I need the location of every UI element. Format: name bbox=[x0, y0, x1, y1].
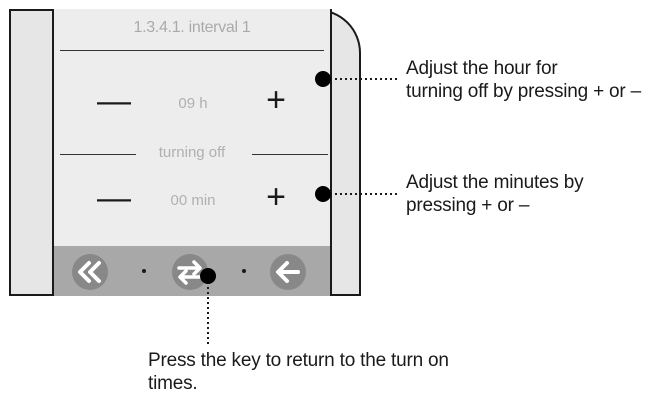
key-separator-dot bbox=[142, 269, 146, 273]
minutes-callout-marker bbox=[315, 186, 331, 202]
hour-callout-line1: Adjust the hour for bbox=[406, 58, 558, 79]
hour-callout-line2: turning off by pressing + or – bbox=[406, 81, 641, 102]
minutes-plus-button[interactable]: + bbox=[266, 178, 286, 216]
minutes-minus-button[interactable]: — bbox=[97, 179, 131, 217]
swap-times-button[interactable] bbox=[172, 254, 208, 290]
key-callout-line1: Press the key to return to the turn on bbox=[148, 350, 449, 371]
section-label: turning off bbox=[158, 144, 226, 161]
double-back-icon bbox=[78, 261, 101, 283]
swap-arrows-icon bbox=[177, 260, 203, 285]
minutes-callout-line1: Adjust the minutes by bbox=[406, 172, 584, 193]
key-bar bbox=[54, 246, 330, 296]
hour-plus-button[interactable]: + bbox=[266, 81, 286, 119]
back-arrow-icon bbox=[276, 261, 300, 283]
section-divider-right bbox=[252, 154, 328, 155]
hour-callout-marker bbox=[315, 71, 331, 87]
screen-title: 1.3.4.1. interval 1 bbox=[133, 19, 251, 36]
key-callout-marker bbox=[200, 268, 216, 284]
double-back-button[interactable] bbox=[72, 254, 108, 290]
key-separator-dot bbox=[242, 269, 246, 273]
hour-minus-button[interactable]: — bbox=[97, 82, 131, 120]
back-button[interactable] bbox=[270, 254, 306, 290]
hour-value: 09 h bbox=[178, 95, 208, 112]
minutes-value: 00 min bbox=[170, 192, 216, 209]
device-screen: 1.3.4.1. interval 1 — 09 h + turning off… bbox=[52, 9, 332, 296]
device-frame: 1.3.4.1. interval 1 — 09 h + turning off… bbox=[9, 9, 361, 296]
title-divider bbox=[60, 50, 324, 51]
key-callout-line2: times. bbox=[148, 373, 198, 394]
minutes-callout-line2: pressing + or – bbox=[406, 195, 530, 216]
section-divider-left bbox=[60, 154, 136, 155]
